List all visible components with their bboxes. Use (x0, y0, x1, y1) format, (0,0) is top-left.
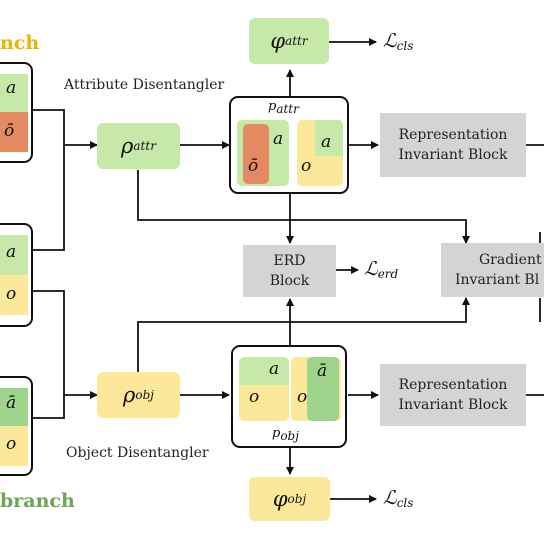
symbol-a: a (6, 78, 17, 98)
top-branch-label: nch (0, 32, 40, 54)
symbol-o: o (6, 434, 17, 454)
prototype-attr-label: pattr (268, 99, 299, 116)
feature-card-attr-branch: a ō (0, 62, 33, 163)
symbol-a: a (321, 132, 332, 152)
symbol-o: o (297, 387, 308, 407)
object-disentangler-caption: Object Disentangler (66, 445, 209, 461)
symbol-a-bar: ā (317, 361, 328, 381)
feature-card-middle: a o (0, 223, 33, 327)
loss-cls-top: ℒcls (383, 30, 414, 53)
symbol-a-bar: ā (6, 393, 17, 413)
symbol-o: o (249, 387, 260, 407)
feature-card-obj-branch: ā o (0, 376, 33, 476)
prototype-attr-frame: a ō a o (229, 96, 349, 194)
symbol-o: o (301, 156, 312, 176)
symbol-o-bar: ō (248, 156, 259, 176)
symbol-a: a (6, 242, 17, 262)
symbol-o-bar: ō (4, 121, 15, 141)
symbol-a: a (269, 359, 280, 379)
bottom-branch-label: branch (0, 490, 75, 512)
loss-erd: ℒerd (364, 258, 399, 281)
symbol-o: o (6, 284, 17, 304)
symbol-a: a (273, 129, 284, 149)
attribute-disentangler-caption: Attribute Disentangler (64, 77, 225, 93)
loss-cls-bottom: ℒcls (383, 487, 414, 510)
prototype-obj-frame: a o ā o (231, 345, 347, 448)
prototype-obj-label: pobj (272, 426, 299, 443)
